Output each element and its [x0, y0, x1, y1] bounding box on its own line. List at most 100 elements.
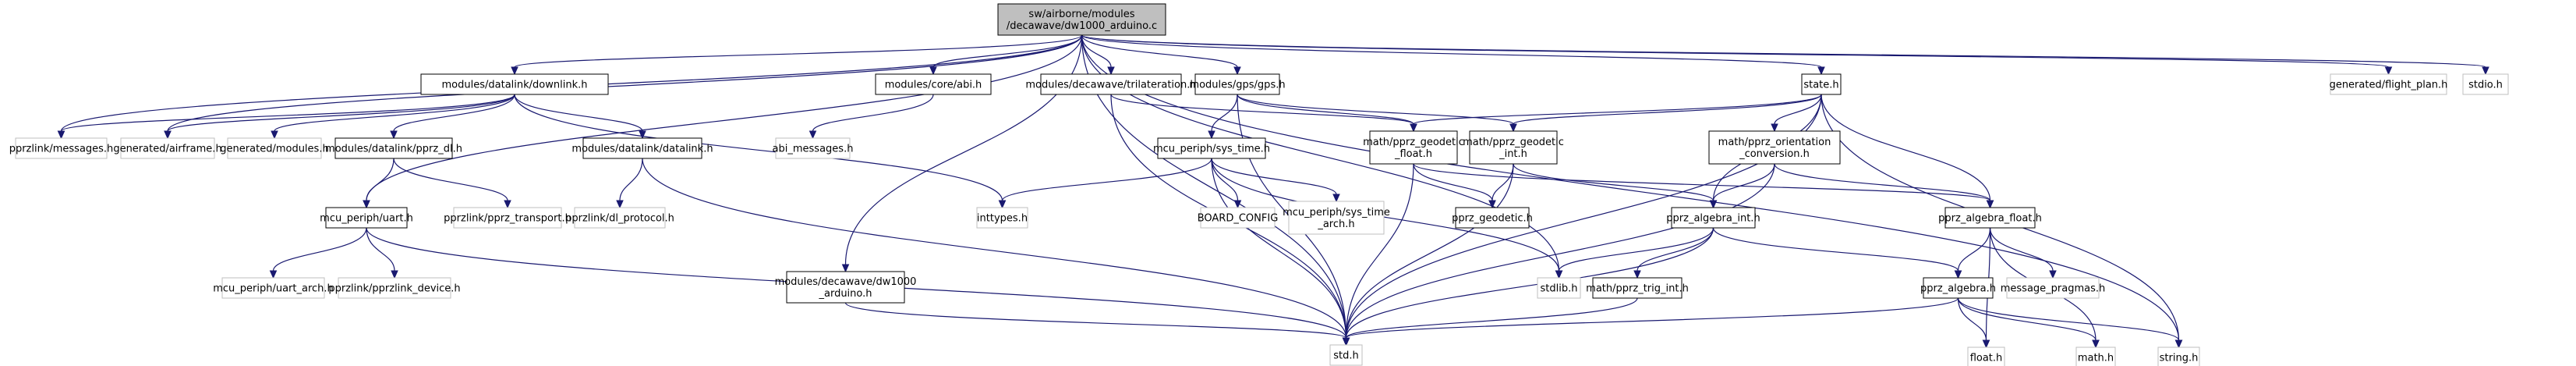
edge-pprz_algebra-to-std	[1342, 297, 1959, 346]
edge-trilateration-to-geodetic_float	[1110, 94, 1417, 133]
edge-line	[274, 94, 515, 132]
node-root[interactable]: sw/airborne/modules/decawave/dw1000_ardu…	[997, 3, 1166, 36]
edge-sys_time-to-board_config	[1211, 158, 1242, 209]
edge-algebra_int-to-stdlib	[1555, 227, 1714, 279]
arrowhead-icon	[1342, 337, 1350, 346]
node-pprz-algebra[interactable]: pprz_algebra.h	[1920, 277, 1996, 299]
node-box	[2075, 346, 2116, 366]
edge-line	[167, 94, 515, 132]
edge-line	[1774, 94, 1822, 125]
edge-state-to-orientation	[1771, 94, 1822, 133]
node-string-h: string.h	[2157, 346, 2200, 366]
node-abi[interactable]: modules/core/abi.h	[875, 73, 992, 95]
edge-uart-to-uart_arch	[269, 227, 367, 279]
edge-root-to-downlink	[511, 34, 1083, 76]
node-box	[227, 137, 322, 159]
node-label: _arduino.h	[818, 288, 872, 300]
edge-line	[1558, 227, 1714, 272]
node-trig-int[interactable]: math/pprz_trig_int.h	[1586, 277, 1689, 299]
node-label: float.h	[1970, 353, 2003, 364]
arrowhead-icon	[2384, 66, 2393, 76]
edge-state-to-geodetic_int	[1509, 94, 1822, 133]
node-orientation[interactable]: math/pprz_orientation_conversion.h	[1708, 130, 1841, 165]
node-label: math/pprz_orientation	[1718, 137, 1831, 148]
node-float-h: float.h	[1967, 346, 2005, 366]
edge-line	[619, 158, 643, 201]
node-label: math/pprz_geodetic	[1463, 137, 1564, 148]
edge-sys_time-to-sys_time_arch	[1211, 158, 1340, 203]
node-flight-plan: generated/flight_plan.h	[2330, 73, 2447, 95]
edge-line	[514, 34, 1083, 68]
edge-geodetic_int-to-algebra_int	[1513, 163, 1718, 209]
arrowhead-icon	[1555, 270, 1563, 279]
arrowhead-icon	[1107, 66, 1115, 76]
node-box	[1288, 201, 1385, 235]
arrowhead-icon	[1771, 123, 1778, 133]
node-datalink[interactable]: modules/datalink/datalink.h	[571, 137, 713, 159]
node-box	[338, 277, 451, 299]
node-box	[420, 73, 609, 95]
node-trilateration[interactable]: modules/decawave/trilateration.h	[1025, 73, 1197, 95]
edge-downlink-to-airframe	[164, 94, 515, 140]
node-label: pprzlink/dl_protocol.h	[565, 213, 674, 225]
node-box	[1944, 207, 2036, 229]
node-airframe: generated/airframe.h	[113, 137, 222, 159]
node-label: math.h	[2078, 353, 2114, 364]
arrowhead-icon	[1208, 130, 1215, 140]
node-state[interactable]: state.h	[1801, 73, 1842, 95]
edge-downlink-to-datalink	[514, 94, 646, 140]
node-uart-arch: mcu_periph/uart_arch.h	[213, 277, 334, 299]
edge-line	[1081, 34, 1822, 68]
edge-line	[1211, 158, 1560, 272]
node-label: mcu_periph/uart_arch.h	[213, 283, 334, 295]
edge-line	[1081, 34, 1238, 68]
edge-line	[1345, 163, 1414, 339]
node-box	[574, 207, 666, 229]
arrowhead-icon	[2049, 270, 2057, 279]
edge-line	[1957, 297, 2180, 341]
edge-line	[1957, 297, 2097, 341]
node-geodetic-int[interactable]: math/pprz_geodetic_int.h	[1463, 130, 1564, 165]
edge-line	[1345, 227, 1714, 339]
edge-abi-to-abi_messages	[809, 94, 934, 140]
node-stdio: stdio.h	[2462, 73, 2509, 95]
edge-line	[844, 34, 1083, 265]
node-geodetic-float[interactable]: math/pprz_geodetic_float.h	[1363, 130, 1464, 165]
node-pprz-dl[interactable]: modules/datalink/pprz_dl.h	[325, 137, 462, 159]
node-dw1000-h[interactable]: modules/decawave/dw1000_arduino.h	[775, 271, 917, 304]
node-sys-time[interactable]: mcu_periph/sys_time.h	[1153, 137, 1270, 159]
node-algebra-int[interactable]: pprz_algebra_int.h	[1666, 207, 1760, 229]
node-box	[2330, 73, 2447, 95]
edge-geodetic_float-to-pprz_geodetic	[1413, 163, 1496, 209]
node-sys-time-arch: mcu_periph/sys_time_arch.h	[1283, 201, 1390, 235]
node-gps[interactable]: modules/gps/gps.h	[1189, 73, 1286, 95]
edge-orientation-to-algebra_int	[1709, 163, 1775, 209]
edge-line	[1491, 163, 1514, 201]
node-algebra-float[interactable]: pprz_algebra_float.h	[1938, 207, 2042, 229]
arrowhead-icon	[511, 66, 518, 76]
arrowhead-icon	[1332, 194, 1340, 203]
node-pprz-geodetic[interactable]: pprz_geodetic.h	[1452, 207, 1533, 229]
arrowhead-icon	[929, 66, 937, 76]
node-label: pprz_geodetic.h	[1452, 213, 1533, 225]
node-label: BOARD_CONFIG	[1198, 213, 1279, 225]
node-box	[1369, 130, 1458, 165]
node-box	[1671, 207, 1756, 229]
node-label: modules/gps/gps.h	[1189, 80, 1285, 91]
node-std: std.h	[1329, 344, 1363, 366]
node-label: state.h	[1803, 80, 1838, 91]
arrowhead-icon	[841, 264, 850, 273]
arrowhead-icon	[2092, 339, 2100, 349]
node-downlink[interactable]: modules/datalink/downlink.h	[420, 73, 609, 95]
edge-line	[393, 158, 508, 201]
arrowhead-icon	[1709, 200, 1718, 209]
arrowhead-icon	[271, 130, 278, 140]
node-box	[2157, 346, 2200, 366]
node-box	[1455, 207, 1530, 229]
edge-line	[1413, 163, 1991, 201]
node-box	[875, 73, 992, 95]
node-label: modules/datalink/downlink.h	[442, 80, 588, 91]
node-uart[interactable]: mcu_periph/uart.h	[320, 207, 413, 229]
edge-line	[812, 94, 934, 132]
